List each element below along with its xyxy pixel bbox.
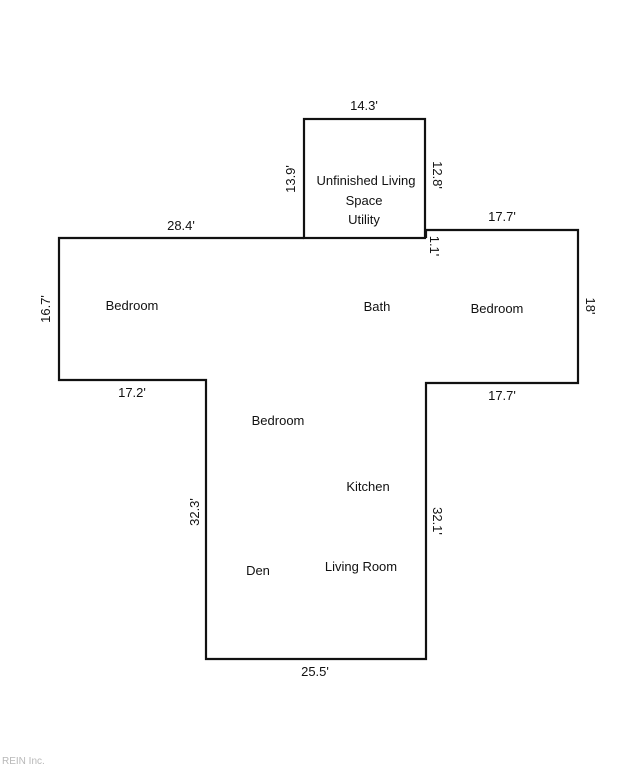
unfinished-living-label: Unfinished Living (316, 173, 415, 188)
dim-right-wing-height: 18' (583, 298, 598, 315)
dim-right-wing-bottom: 17.7' (488, 388, 516, 403)
dim-top-right-height: 12.8' (430, 161, 445, 189)
floor-plan-outline (57, 117, 580, 661)
unfinished-space-outline (302, 117, 427, 240)
bath-label: Bath (364, 299, 391, 314)
bedroom-right-label: Bedroom (471, 301, 524, 316)
dim-stem-bottom: 25.5' (301, 664, 329, 679)
dim-top-width: 14.3' (350, 98, 378, 113)
dim-stem-right-height: 32.1' (430, 507, 445, 535)
main-outline (57, 228, 580, 661)
bedroom-center-label: Bedroom (252, 413, 305, 428)
den-label: Den (246, 563, 270, 578)
dim-left-wing-top: 28.4' (167, 218, 195, 233)
bedroom-left-label: Bedroom (106, 298, 159, 313)
dim-step: 1.1' (427, 236, 442, 257)
utility-label: Utility (348, 212, 380, 227)
living-room-label: Living Room (325, 559, 397, 574)
watermark: REIN Inc. (2, 756, 45, 767)
dim-top-left-height: 13.9' (283, 165, 298, 193)
dim-left-wing-height: 16.7' (38, 295, 53, 323)
dim-left-wing-bottom: 17.2' (118, 385, 146, 400)
dim-stem-left-height: 32.3' (187, 498, 202, 526)
kitchen-label: Kitchen (346, 479, 389, 494)
dim-right-wing-top: 17.7' (488, 209, 516, 224)
space-label: Space (346, 193, 383, 208)
